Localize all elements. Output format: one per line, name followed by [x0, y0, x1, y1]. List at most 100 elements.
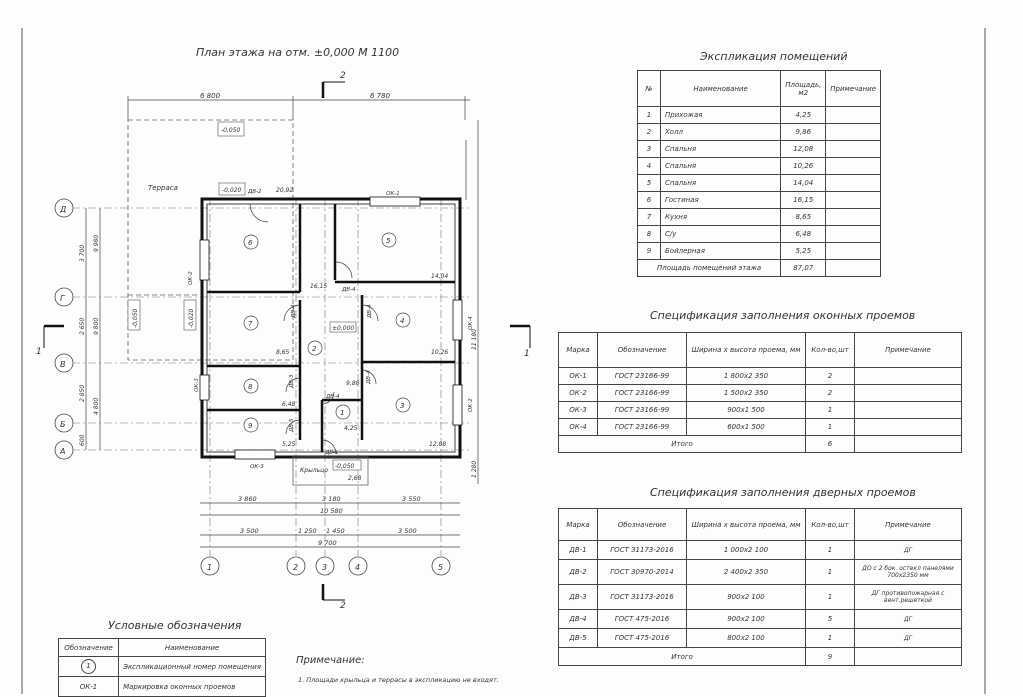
col-note: Примечание	[825, 70, 881, 107]
explication-cell: 9,86	[780, 123, 827, 141]
notes-title: Примечание:	[296, 655, 365, 666]
section-mark-left: 1	[36, 347, 42, 357]
explication-cell: 9	[637, 242, 661, 260]
window-cell: ОК-1	[558, 367, 598, 385]
explication-cell: 5	[637, 174, 661, 192]
dim-left-1: 3 700	[79, 245, 86, 262]
area-c: 16,15	[310, 283, 327, 290]
win-col-note: Примечание	[854, 332, 962, 368]
window-tag-1: ОК-1	[386, 191, 400, 197]
explication-cell	[825, 106, 881, 124]
door-cell: ДГ	[854, 628, 962, 648]
area-b: 14,04	[431, 273, 448, 280]
room-num-2: 2	[312, 345, 317, 353]
door-col-qty: Кол-во,шт	[805, 508, 855, 541]
door-cell: ГОСТ 31173-2016	[597, 584, 687, 610]
door-cell: ГОСТ 475-2016	[597, 628, 687, 648]
legend-col-name: Наименование	[118, 638, 266, 657]
explication-title: Экспликация помещений	[700, 50, 848, 63]
window-cell: ОК-3	[558, 401, 598, 419]
col-number: №	[637, 70, 661, 107]
door-tag-8: ДВ-1	[324, 450, 339, 456]
explication-cell: 6,48	[780, 225, 827, 243]
window-cell: ГОСТ 23166-99	[597, 418, 687, 436]
dim-top-2: 6 780	[370, 92, 391, 100]
area-h: 4,25	[344, 425, 358, 432]
door-cell: 1	[805, 540, 855, 560]
room-num-1: 1	[340, 409, 344, 417]
dim-right-1: 11 180	[471, 329, 478, 350]
dim-bottom-total-1: 10 580	[320, 507, 343, 515]
room-num-8: 8	[248, 383, 253, 391]
area-d: 8,65	[276, 349, 290, 356]
legend-table: Обозначение Наименование 1 Экспликационн…	[57, 638, 266, 697]
room-num-9: 9	[248, 422, 253, 430]
legend-room-number-symbol: 1	[81, 659, 97, 674]
axis-D: Д	[59, 205, 66, 214]
window-cell: 900х1 500	[686, 401, 806, 419]
door-cell: 900х2 100	[686, 584, 806, 610]
window-cell	[854, 418, 962, 436]
area-a: 20,92	[276, 187, 293, 194]
axis-B: Б	[60, 420, 66, 429]
dim-bottom-2b: 1 250	[298, 527, 317, 535]
window-cell: 1	[805, 418, 855, 436]
explication-cell	[825, 157, 881, 175]
door-cell: ДО с 2 бок. остекл панелями 700х2350 мм	[854, 559, 962, 585]
door-cell: 2 400х2 350	[686, 559, 806, 585]
door-cell: ГОСТ 30970-2014	[597, 559, 687, 585]
door-cell: 5	[805, 609, 855, 629]
explication-cell: Спальня	[659, 174, 782, 192]
door-cell: ДВ-1	[558, 540, 598, 560]
room-num-7: 7	[248, 320, 253, 328]
explication-cell	[825, 242, 881, 260]
explication-cell	[825, 174, 881, 192]
door-tag-1: ДВ-2	[247, 189, 262, 195]
axis-1: 1	[207, 563, 212, 572]
door-tag-4: ДВ-4	[367, 304, 373, 319]
axis-2: 2	[293, 563, 298, 572]
window-tag-3: ОК-4	[468, 316, 474, 330]
doors-title: Спецификация заполнения дверных проемов	[650, 486, 916, 499]
window-cell: 2	[805, 384, 855, 402]
area-e: 10,26	[431, 349, 448, 356]
explication-cell: 7	[637, 208, 661, 226]
dim-left-total-3: 4 800	[93, 398, 100, 415]
area-f: 6,48	[282, 401, 296, 408]
level-mark-porch: -0,050	[335, 463, 355, 470]
legend-col-symbol: Обозначение	[57, 638, 120, 657]
explication-cell	[825, 123, 881, 141]
window-cell: 600х1 500	[686, 418, 806, 436]
door-cell: 800х2 100	[686, 628, 806, 648]
windows-table: Марка Обозначение Ширина х высота проема…	[558, 332, 962, 453]
window-cell	[854, 401, 962, 419]
window-tag-6: ОК-3	[194, 378, 200, 392]
explication-cell: С/у	[659, 225, 782, 243]
door-cell: ДГ	[854, 609, 962, 629]
explication-cell: Гостиная	[659, 191, 782, 209]
level-mark-4: -0,020	[188, 308, 195, 328]
level-mark-1: -0,050	[221, 127, 241, 134]
explication-cell: 2	[637, 123, 661, 141]
dim-bottom-1c: 3 550	[402, 495, 421, 503]
explication-cell: Прихожая	[659, 106, 782, 124]
area-j: 5,25	[282, 441, 296, 448]
windows-total-label: Итого	[558, 435, 806, 453]
area-i: 12,08	[429, 441, 446, 448]
door-tag-2: ДВ-4	[341, 287, 356, 293]
doors-total-label: Итого	[558, 647, 806, 666]
door-cell: ГОСТ 31173-2016	[597, 540, 687, 560]
door-col-designation: Обозначение	[597, 508, 687, 541]
explication-cell: 10,26	[780, 157, 827, 175]
